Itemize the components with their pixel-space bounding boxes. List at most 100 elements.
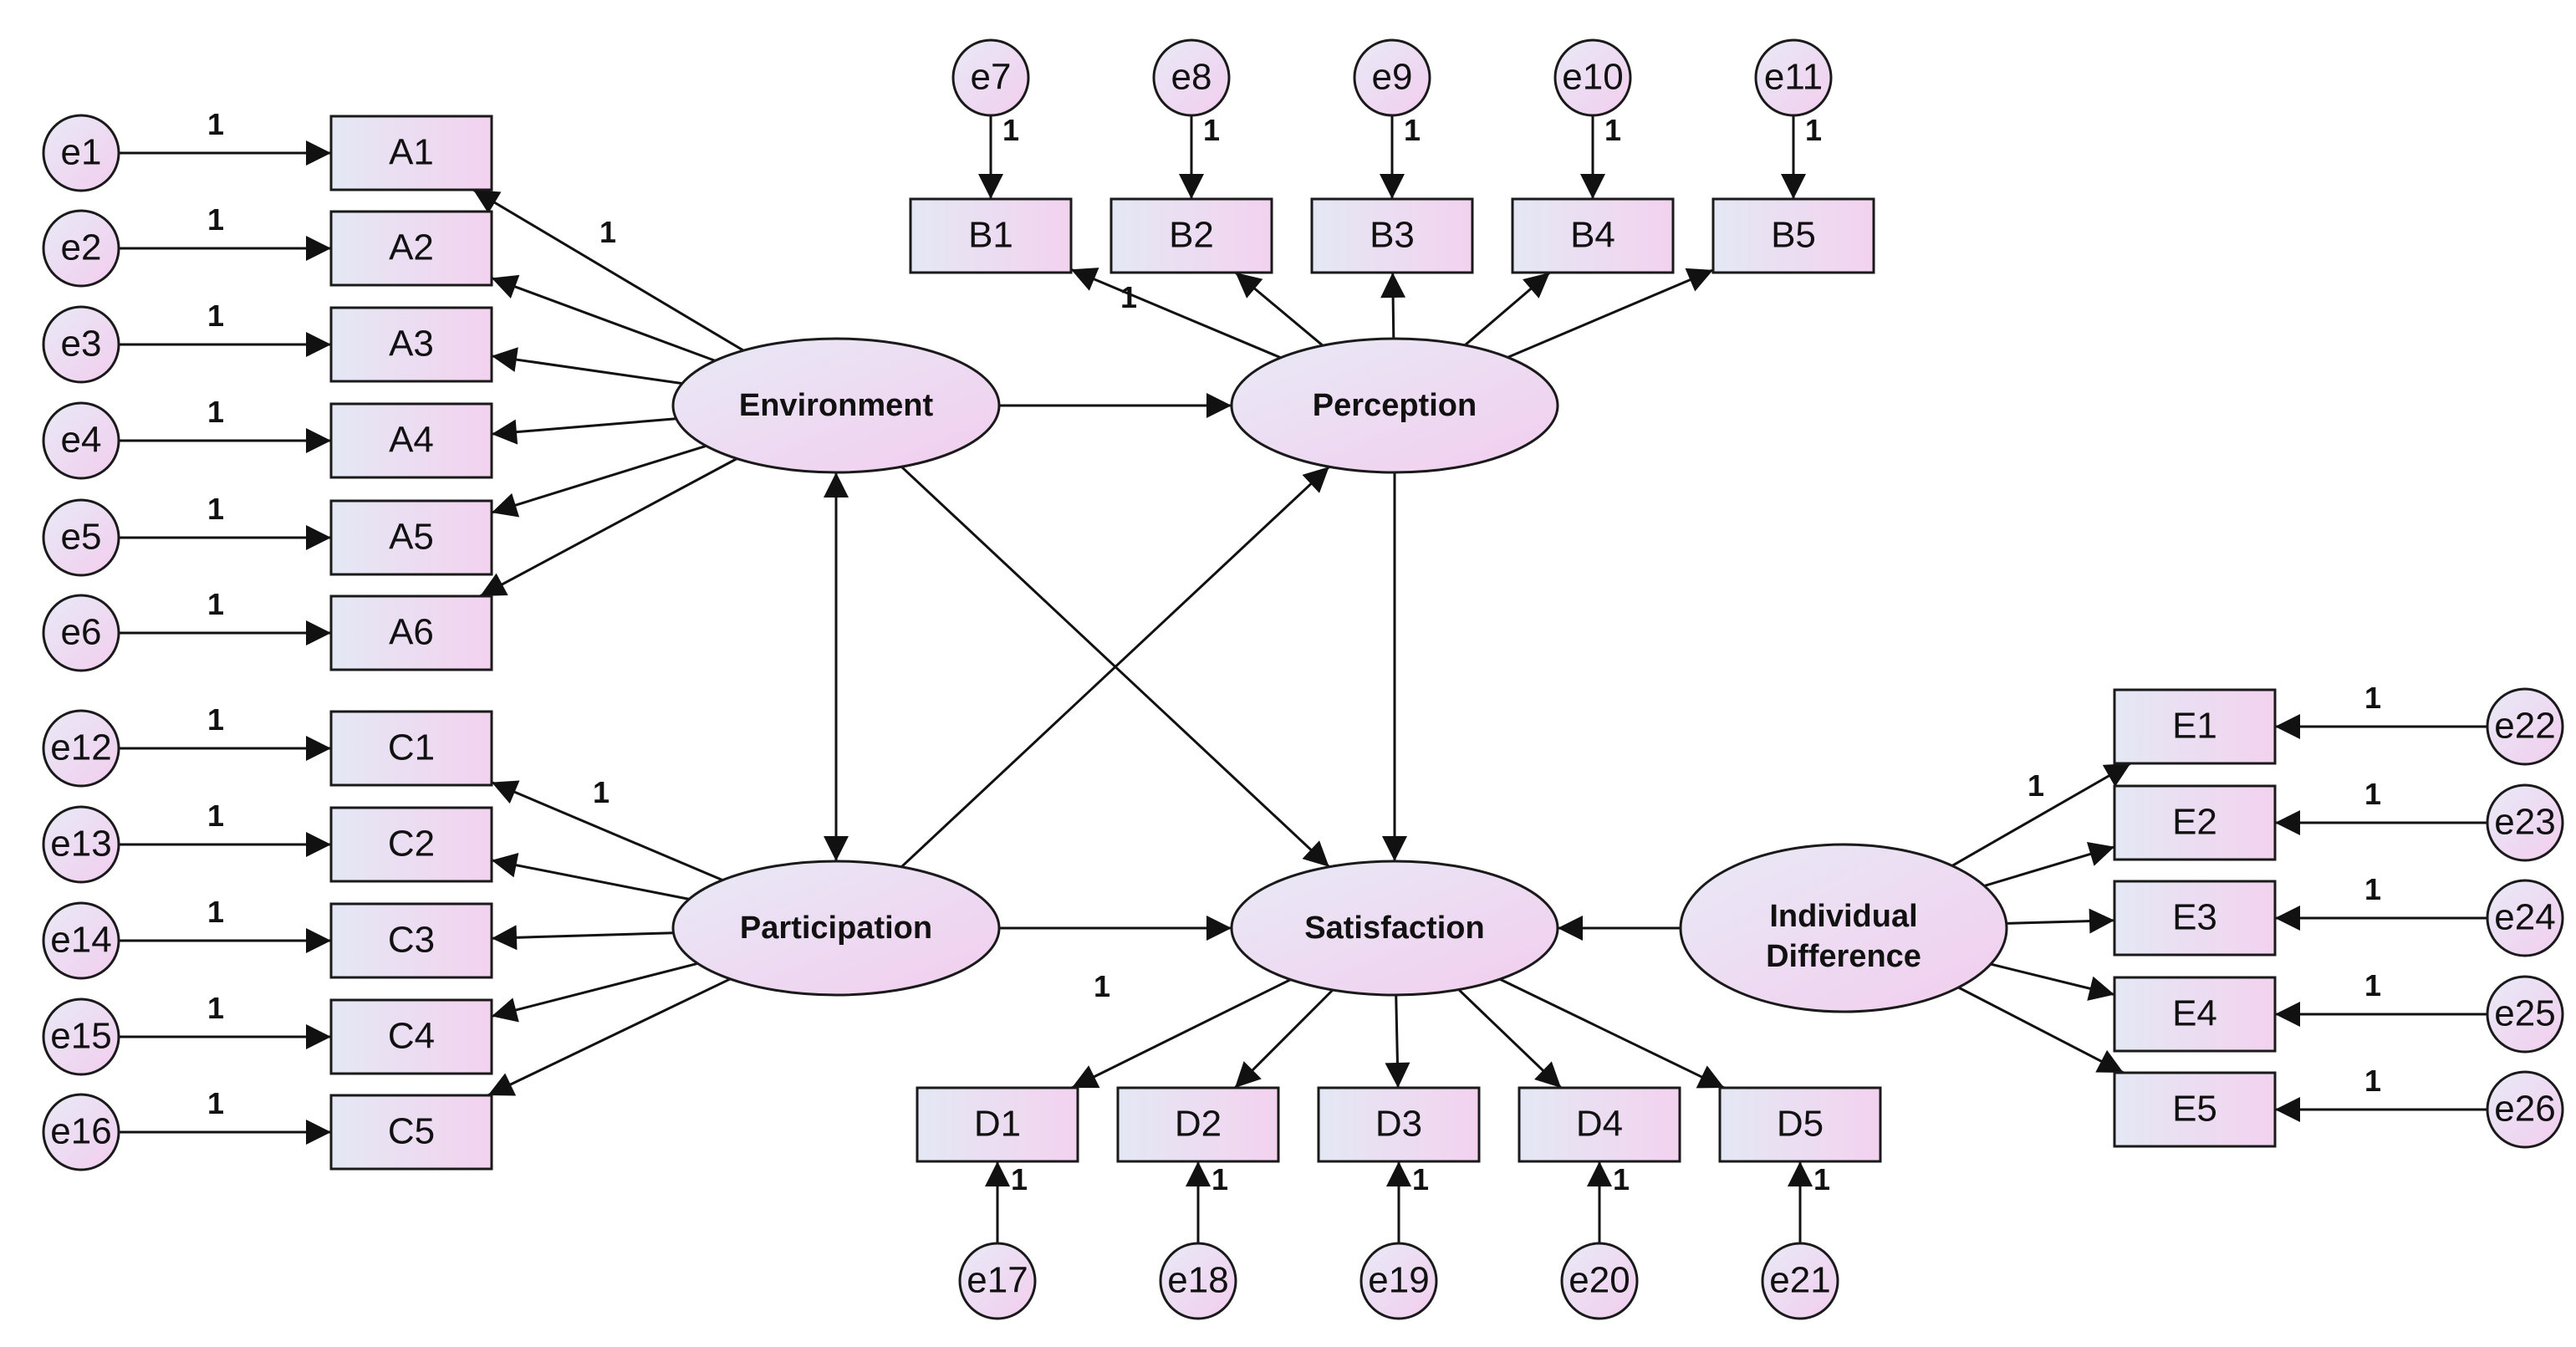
observed-b1: B1 xyxy=(909,197,1073,274)
latent-label: Environment xyxy=(739,388,934,423)
observed-label: B3 xyxy=(1370,215,1415,256)
weight-e24: 1 xyxy=(2364,872,2381,906)
weight-e12: 1 xyxy=(207,702,224,737)
error-e6: e6 xyxy=(42,594,120,672)
observed-a5: A5 xyxy=(329,499,493,576)
observed-c5: C5 xyxy=(329,1094,493,1171)
observed-label: E3 xyxy=(2172,897,2217,938)
weight-e18: 1 xyxy=(1211,1162,1228,1196)
error-label: e11 xyxy=(1764,57,1823,98)
observed-d2: D2 xyxy=(1116,1086,1280,1163)
loading-ind-e5 xyxy=(1957,986,2125,1074)
observed-d3: D3 xyxy=(1317,1086,1481,1163)
latent-label: Satisfaction xyxy=(1304,911,1484,946)
error-e23: e23 xyxy=(2486,783,2564,862)
loading-env-a2 xyxy=(491,274,716,362)
error-e7: e7 xyxy=(951,38,1030,117)
error-e1: e1 xyxy=(42,114,120,192)
error-e12: e12 xyxy=(42,709,120,788)
observed-label: E2 xyxy=(2172,802,2217,843)
observed-b4: B4 xyxy=(1511,197,1675,274)
loading-per-b1 xyxy=(1070,268,1282,360)
error-e21: e21 xyxy=(1761,1242,1839,1320)
loading-per-b2 xyxy=(1234,271,1324,347)
error-e8: e8 xyxy=(1152,38,1231,117)
weight-e23: 1 xyxy=(2364,777,2381,811)
weight-individual-difference-e1: 1 xyxy=(2028,768,2044,803)
weight-e25: 1 xyxy=(2364,968,2381,1003)
error-label: e2 xyxy=(61,227,102,268)
loading-par-c3 xyxy=(491,925,674,951)
loading-ind-e1 xyxy=(1951,762,2132,867)
loading-par-c5 xyxy=(487,977,732,1097)
loading-sat-d1 xyxy=(1071,978,1292,1089)
error-e2: e2 xyxy=(42,209,120,288)
error-label: e14 xyxy=(50,920,111,961)
observed-d5: D5 xyxy=(1718,1086,1882,1163)
observed-e2: E2 xyxy=(2113,784,2277,861)
observed-label: E5 xyxy=(2172,1089,2217,1130)
observed-c4: C4 xyxy=(329,998,493,1075)
error-label: e17 xyxy=(967,1260,1028,1301)
error-label: e15 xyxy=(50,1016,111,1057)
error-e22: e22 xyxy=(2486,687,2564,766)
error-label: e23 xyxy=(2494,802,2555,843)
observed-c1: C1 xyxy=(329,710,493,787)
weight-e17: 1 xyxy=(1011,1162,1028,1196)
observed-label: B5 xyxy=(1771,215,1816,256)
loading-per-b5 xyxy=(1507,268,1714,359)
error-e20: e20 xyxy=(1560,1242,1639,1320)
observed-a1: A1 xyxy=(329,115,493,191)
observed-c3: C3 xyxy=(329,902,493,979)
error-e25: e25 xyxy=(2486,975,2564,1054)
error-label: e13 xyxy=(50,824,111,865)
error-e13: e13 xyxy=(42,805,120,884)
weight-e4: 1 xyxy=(207,395,224,429)
weight-e22: 1 xyxy=(2364,681,2381,715)
observed-a2: A2 xyxy=(329,210,493,287)
weight-e6: 1 xyxy=(207,587,224,621)
error-label: e18 xyxy=(1167,1260,1228,1301)
weight-environment-a1: 1 xyxy=(599,215,616,249)
observed-e5: E5 xyxy=(2113,1071,2277,1148)
error-e3: e3 xyxy=(42,305,120,384)
error-label: e25 xyxy=(2494,993,2555,1034)
error-e17: e17 xyxy=(958,1242,1037,1320)
weight-e13: 1 xyxy=(207,799,224,833)
observed-label: D1 xyxy=(974,1104,1021,1145)
error-label: e1 xyxy=(61,132,102,173)
loading-sat-d5 xyxy=(1499,977,1725,1089)
latent-environment: Environment xyxy=(671,337,1001,474)
observed-label: E1 xyxy=(2172,706,2217,747)
loading-sat-d3 xyxy=(1385,994,1410,1089)
observed-c2: C2 xyxy=(329,806,493,883)
latent-label: Participation xyxy=(740,911,932,946)
observed-e4: E4 xyxy=(2113,976,2277,1053)
loading-per-b4 xyxy=(1464,271,1551,346)
observed-label: A3 xyxy=(389,324,434,365)
observed-b3: B3 xyxy=(1310,197,1474,274)
observed-label: D4 xyxy=(1576,1104,1623,1145)
error-e10: e10 xyxy=(1553,38,1632,117)
error-e14: e14 xyxy=(42,901,120,980)
error-label: e16 xyxy=(50,1111,111,1152)
observed-label: A6 xyxy=(389,612,434,653)
error-label: e4 xyxy=(61,420,102,461)
observed-label: D5 xyxy=(1777,1104,1824,1145)
weight-e2: 1 xyxy=(207,202,224,237)
latent-label-line: Difference xyxy=(1766,939,1921,974)
weight-e5: 1 xyxy=(207,492,224,526)
observed-label: B2 xyxy=(1169,215,1214,256)
observed-label: D2 xyxy=(1175,1104,1222,1145)
loading-per-b3 xyxy=(1380,272,1406,339)
weight-e9: 1 xyxy=(1404,113,1421,147)
loading-par-c2 xyxy=(491,852,690,901)
error-label: e12 xyxy=(50,727,111,768)
observed-a6: A6 xyxy=(329,594,493,671)
error-e16: e16 xyxy=(42,1093,120,1171)
error-e9: e9 xyxy=(1353,38,1431,117)
observed-e3: E3 xyxy=(2113,880,2277,957)
observed-label: A2 xyxy=(389,227,434,268)
